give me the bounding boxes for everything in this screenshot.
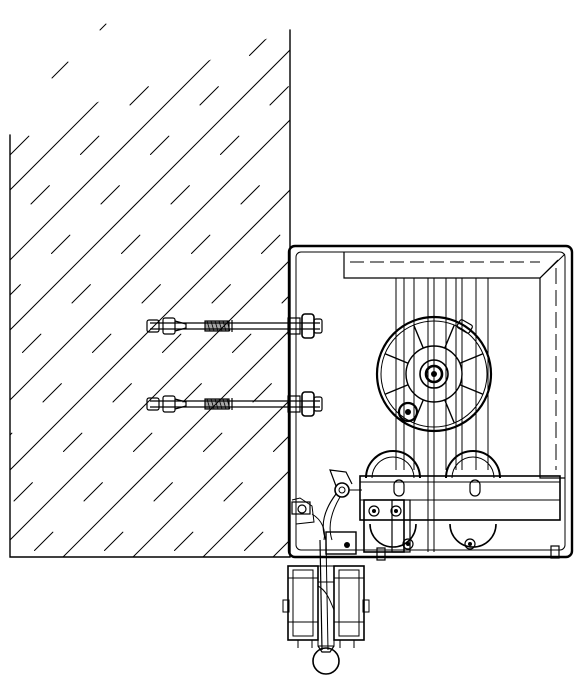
anchor-bolt [146,313,323,339]
hatch-dash-line [10,30,290,557]
pendant-assembly [282,539,370,675]
housing-outer [287,244,574,559]
hatch-dash-line [264,30,290,557]
pendant-cable [319,539,323,651]
hatch-line [89,30,290,557]
drum-spoke [384,353,409,364]
vertical-rails [395,278,489,552]
hatch-fragment [51,61,69,79]
anchor-bolts [146,313,323,417]
pulley-left [365,450,421,548]
wall-bracket [291,497,325,541]
drum-tensioner [397,401,419,423]
drum-spoke [459,353,484,364]
limit-lever [322,469,362,541]
wall-outline [9,29,291,558]
bracket-block [363,499,405,553]
drum-spokes [384,324,484,424]
right-channel [539,278,565,479]
hatch-dash-line [10,30,290,557]
hatch-line [10,30,290,557]
drum-spoke [444,399,455,424]
drum-spoke [384,384,409,395]
hatch-line [10,30,290,557]
hatch-line [159,30,290,557]
guide-pulleys [365,450,501,548]
drum-clip [456,319,473,334]
pendant-left-body [282,565,319,648]
hatch-dash-line [194,30,290,557]
hatch-line [229,30,290,557]
carriage-slots [393,479,481,497]
hatch-dash-line [10,30,96,557]
pendant-center [317,565,335,647]
pull-ring [312,647,340,675]
hatch-dash-line [10,30,26,557]
hatch-dash-line [10,30,166,557]
hatch-dash-line [10,30,236,557]
hatch-line [10,30,290,557]
top-channel [343,252,559,279]
drum-spoke [413,399,424,424]
carriage-plate [325,475,561,555]
hatch-line [10,30,290,557]
motor-housing [287,244,574,559]
housing-inner [295,251,566,551]
cable-drum [375,315,493,433]
drum-spoke [413,324,424,349]
hatch-dash-line [10,30,290,557]
drum-spoke [459,384,484,395]
housing-feet [376,545,560,561]
carriage-bolts [344,505,476,550]
corner-diag [539,253,566,279]
hatch-dash-line [124,30,290,557]
hatch-line [19,30,290,557]
hatch-line [10,30,61,557]
hatch-dash-line [10,30,290,557]
hatch-line [10,30,201,557]
hatch-dash-line [54,30,290,557]
bracket-block [391,499,411,553]
hatch-fragment [99,23,107,31]
pendant-right-body [333,565,370,648]
hatch-dash-line [10,30,290,557]
drum-spoke [444,324,455,349]
anchor-bolt [146,391,323,417]
pulley-right [445,450,501,548]
hatch-line [10,30,271,557]
